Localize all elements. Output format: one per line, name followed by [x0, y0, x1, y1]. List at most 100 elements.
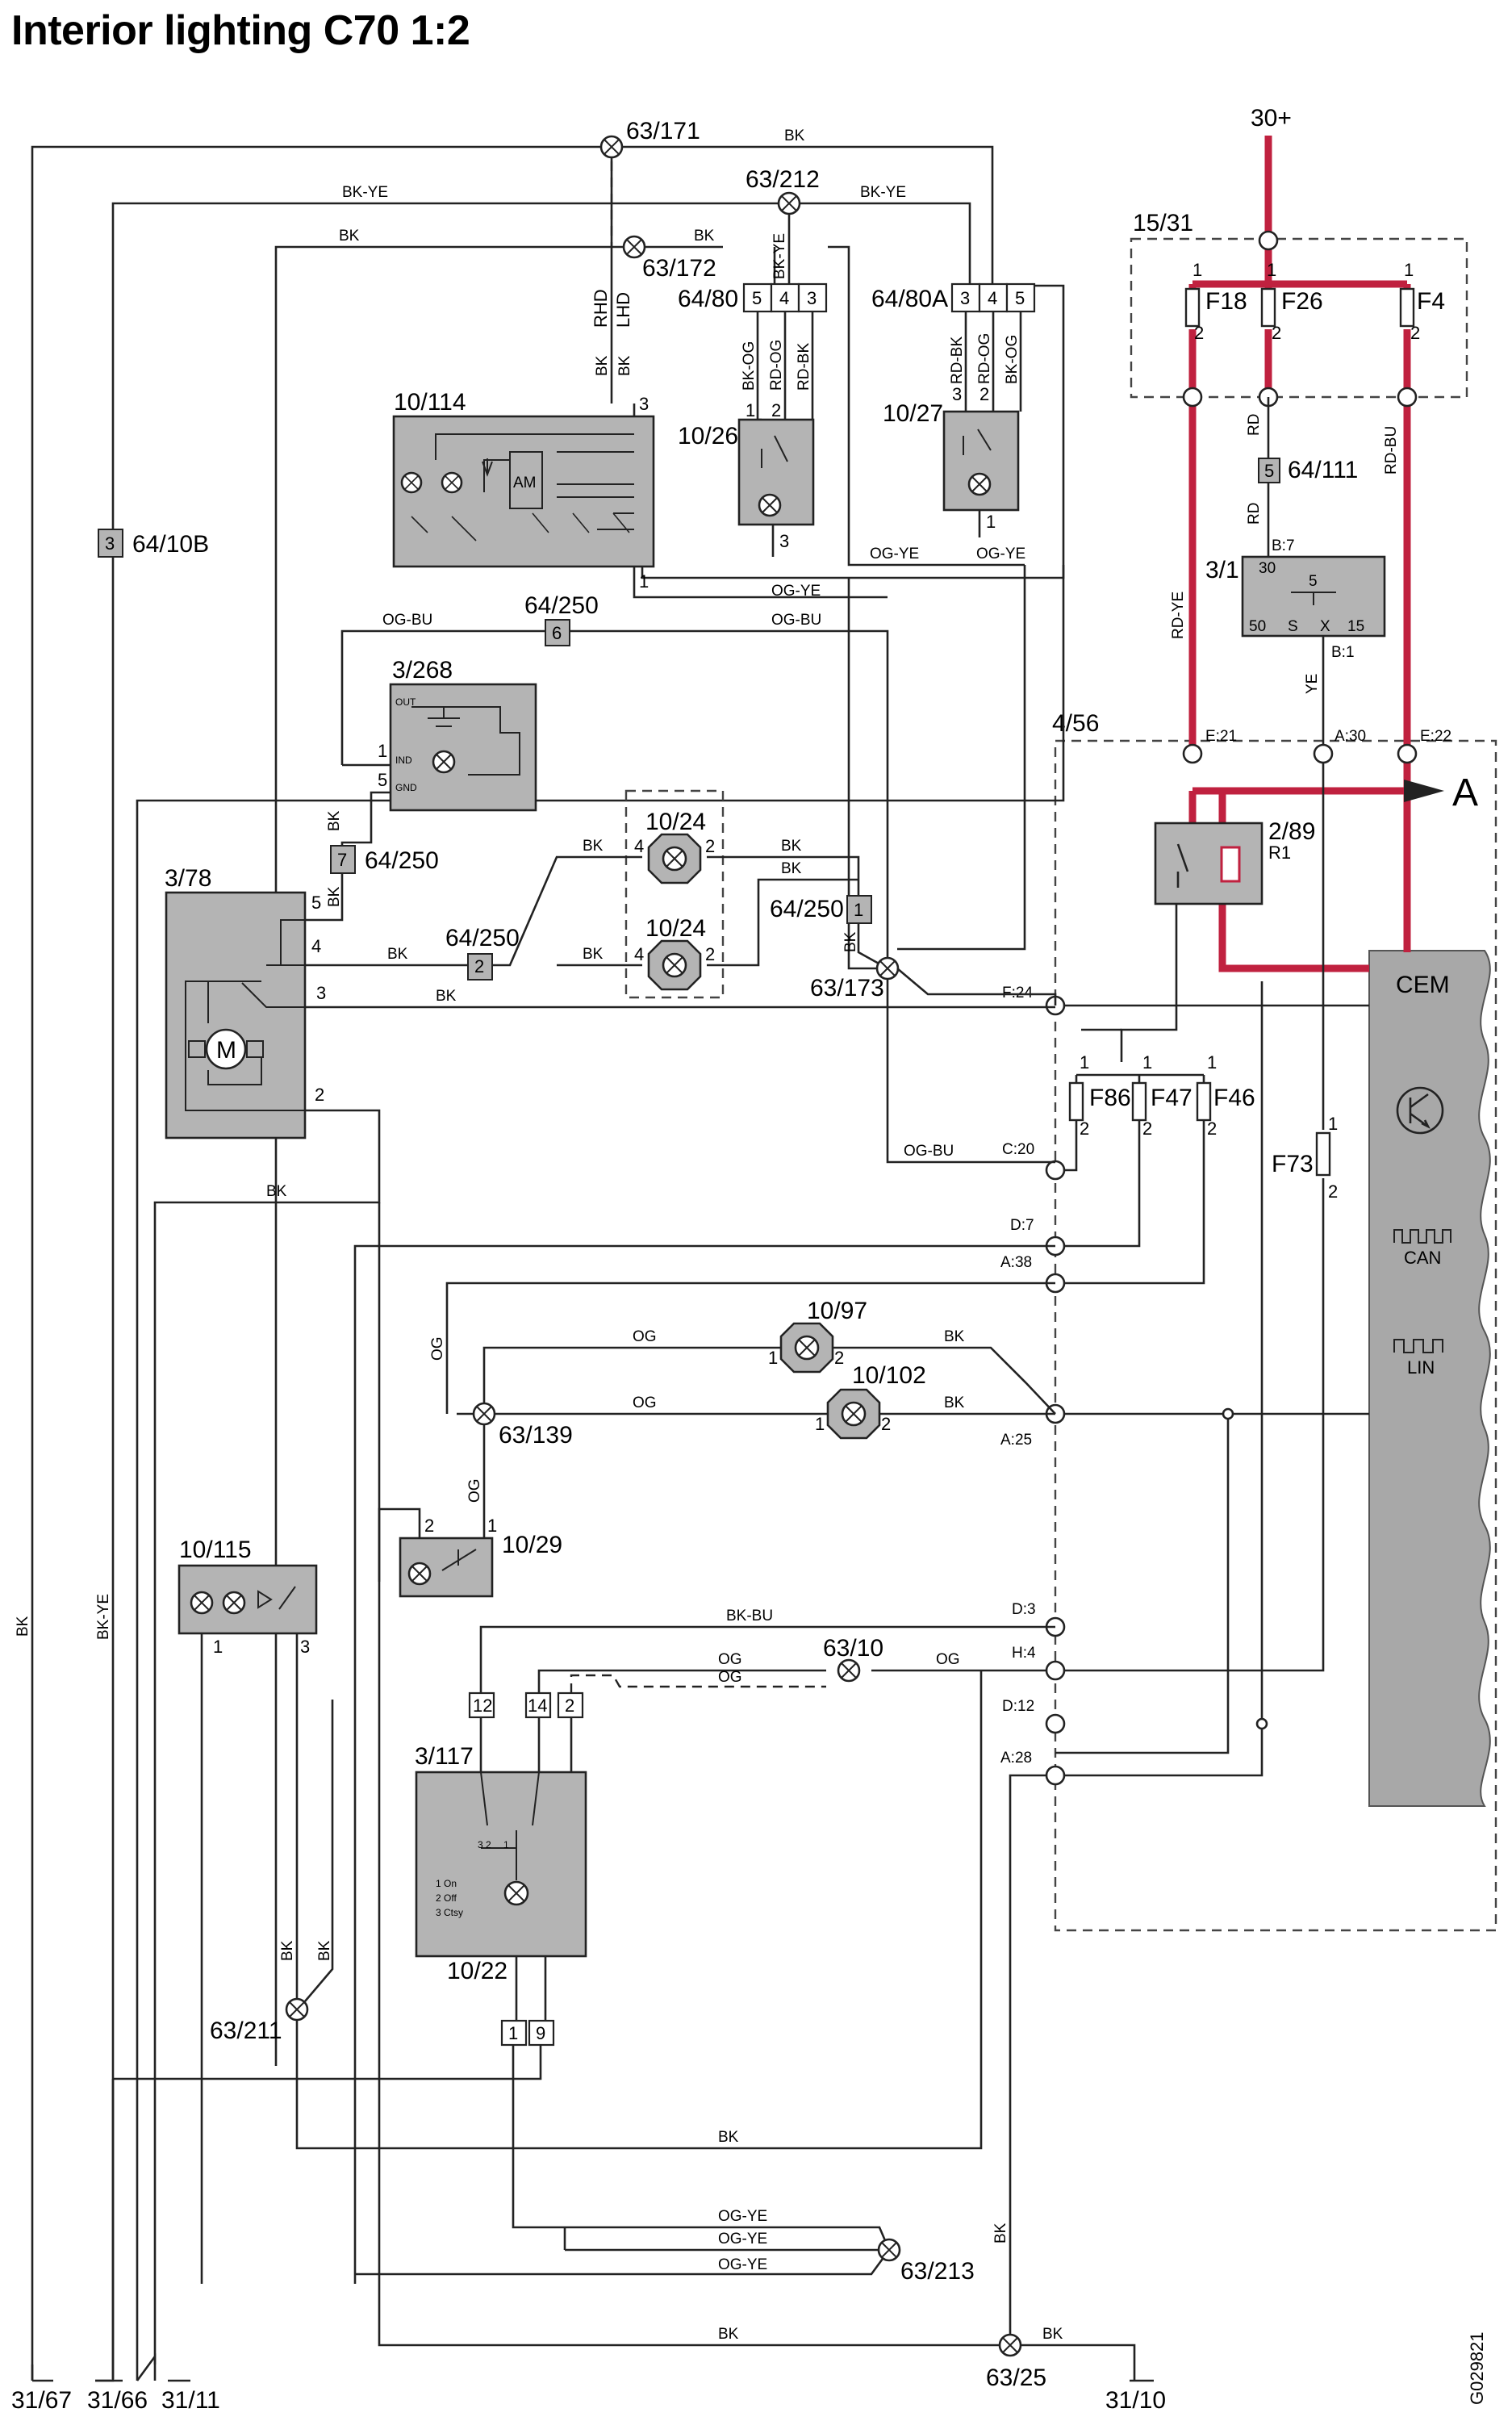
- pin-label: E:22: [1420, 728, 1451, 745]
- wire-label: OG: [936, 1651, 960, 1668]
- wire-label: OG-YE: [718, 2256, 767, 2273]
- wire-label: BK: [583, 946, 604, 963]
- wire: [304, 1700, 334, 2002]
- svg-text:F18: F18: [1205, 288, 1247, 315]
- pin-label: F:24: [1002, 985, 1033, 1001]
- connector-label: 64/10B: [132, 531, 209, 558]
- pin-label: 3: [316, 983, 326, 1003]
- wire-label: BK: [266, 1183, 287, 1200]
- dimmer-3-268: [389, 683, 537, 812]
- pin-label: 2: [315, 1085, 324, 1105]
- wire: [1055, 981, 1263, 1777]
- wire: [1010, 2344, 1136, 2381]
- pin-label: 1: [487, 1516, 497, 1536]
- wire: [445, 1282, 1055, 1414]
- wire-label: BK: [694, 228, 715, 245]
- wire-label: BK: [944, 1394, 965, 1411]
- pin-label: 3: [779, 531, 789, 551]
- connector-64-111-label: 64/111: [1288, 457, 1358, 483]
- wire-label: BK-YE: [95, 1594, 112, 1640]
- arrow-a-head: [1404, 780, 1444, 802]
- wire: [896, 968, 1057, 1006]
- pin-label: H:4: [1012, 1645, 1036, 1662]
- pin-label: 1: [986, 512, 996, 532]
- pin-label: 3: [952, 384, 962, 404]
- pin-label: A:30: [1334, 728, 1366, 745]
- connector-pin-label: 7: [337, 850, 347, 870]
- lamp-switch-symbol: [761, 435, 788, 468]
- fuse-pin: 2: [1194, 323, 1204, 343]
- wire-label: BK: [387, 946, 408, 963]
- wire: [113, 2045, 542, 2080]
- wire-label: BK: [992, 2222, 1009, 2243]
- wire-label: YE: [1304, 674, 1321, 694]
- svg-text:14: 14: [528, 1696, 547, 1716]
- motor-label: M: [216, 1037, 236, 1064]
- junction-node: [1258, 230, 1279, 251]
- wire: [1055, 1120, 1141, 1248]
- am-label: AM: [513, 475, 537, 491]
- wire-label: BK: [1042, 2326, 1063, 2343]
- pin-tag: IND: [395, 755, 412, 766]
- bulb-cross-icon: [436, 754, 452, 770]
- wire-label: BK: [616, 355, 633, 376]
- splice-label: 63/25: [986, 2365, 1046, 2391]
- wire-label: RD: [1246, 503, 1263, 525]
- fuse-f4: F4: [1399, 287, 1445, 328]
- relay-switch-symbol: [1291, 592, 1336, 605]
- component-label: R1: [1268, 843, 1291, 863]
- component-label: 10/114: [394, 389, 466, 416]
- pin-label: 2: [979, 384, 989, 404]
- wire-label: RD-BU: [1383, 426, 1400, 475]
- wire-label: BK: [326, 810, 343, 831]
- connector-64-10b: [98, 529, 123, 558]
- component-label: 3/268: [392, 657, 453, 684]
- pin-label: 1: [213, 1637, 223, 1657]
- connector-pin-label: 1: [854, 900, 863, 920]
- wire-label: BK-OG: [1004, 335, 1021, 384]
- connector-3-117-pins: 12 14 2: [468, 1691, 584, 1719]
- junction-node: [1182, 387, 1203, 408]
- pin-tag: GND: [395, 782, 417, 793]
- pin-label: 3: [639, 394, 649, 414]
- fuse-pin: 2: [1080, 1119, 1089, 1139]
- svg-text:31/67: 31/67: [11, 2387, 72, 2414]
- splice-cross-icon: [879, 960, 896, 976]
- pin-tag: OUT: [395, 696, 416, 708]
- connector-64-80a: 3 4 5: [950, 282, 1036, 313]
- wire: [512, 2045, 891, 2251]
- fuse-box-15-31: [1130, 237, 1468, 399]
- wire: [340, 629, 889, 968]
- pin-label: 2: [834, 1348, 844, 1368]
- pin-label: 5: [311, 893, 321, 913]
- junction-node: [1255, 1717, 1268, 1730]
- connector-pin-label: 3: [105, 533, 115, 554]
- motor-icon: [205, 1028, 247, 1070]
- connector-pin-label: 6: [552, 623, 562, 643]
- lamp-switch-symbol: [963, 429, 992, 455]
- svg-text:1: 1: [508, 2023, 518, 2043]
- wire: [295, 1670, 983, 2150]
- switch-legend-item: 1 On: [436, 1878, 457, 1889]
- wire: [200, 1633, 299, 2284]
- fuse-f46: F46: [1196, 1081, 1255, 1122]
- component-label: 3/1: [1205, 557, 1239, 583]
- bulb-cross-icon: [411, 1566, 428, 1582]
- pin-label: D:7: [1010, 1217, 1034, 1234]
- wire-label: OG: [466, 1478, 483, 1503]
- pin-label: B:7: [1272, 537, 1295, 554]
- ground-31-11: 31/11: [136, 2353, 220, 2414]
- svg-text:9: 9: [536, 2023, 545, 2043]
- pin-label: B:1: [1331, 644, 1355, 661]
- splice-label: 63/173: [810, 975, 884, 1001]
- svg-text:3: 3: [960, 288, 970, 308]
- pin-label: 30: [1259, 560, 1276, 577]
- fuse-pin: 1: [1404, 260, 1414, 280]
- connector-64-250-top: [545, 619, 570, 646]
- pin-label: 4: [311, 936, 321, 956]
- wire: [305, 896, 344, 922]
- pin-label: 5: [1309, 573, 1318, 590]
- pin-label: 2: [705, 944, 715, 964]
- bulb-cross-icon: [507, 1884, 525, 1902]
